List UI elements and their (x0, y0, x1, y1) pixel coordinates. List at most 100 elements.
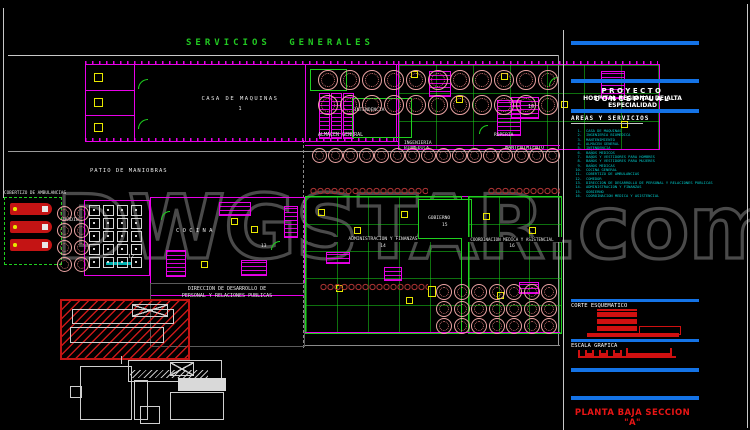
plan-divider-dashed (303, 140, 304, 348)
round-table (538, 70, 558, 90)
square-table (103, 257, 114, 268)
round-table (450, 70, 470, 90)
room-gobierno (418, 199, 472, 239)
cabinet (384, 267, 402, 281)
label-roperia: ROPERIA (494, 133, 514, 138)
scale-tick (606, 350, 608, 358)
door-arc-icon (138, 119, 148, 129)
scale-tick (578, 350, 580, 358)
round-table (523, 301, 540, 317)
key-plan-outline (70, 354, 230, 426)
round-table (358, 148, 374, 163)
key-plan-filled-block (178, 378, 226, 391)
desk-symbol (401, 211, 408, 218)
round-table (436, 301, 452, 317)
round-table (436, 318, 452, 334)
square-table (131, 218, 142, 229)
round-table (74, 257, 89, 272)
round-table (428, 95, 448, 115)
scale-tick (599, 350, 601, 358)
building-comedor (84, 200, 150, 276)
project-title-line2: HOSPITAL REGIONAL DE ALTA (583, 95, 682, 102)
plan-mid-border (8, 151, 558, 152)
plan-top-border (8, 55, 558, 56)
ambulance-icon (10, 203, 52, 215)
round-table (471, 318, 487, 334)
blue-bar (571, 109, 699, 113)
round-table (74, 223, 89, 238)
round-table (74, 240, 89, 255)
round-table (436, 148, 451, 163)
fixture-symbol (621, 121, 628, 128)
sidebar-right-border (747, 4, 748, 428)
corte-heading: CORTE ESQUEMATICO (571, 303, 628, 309)
round-table (498, 148, 513, 163)
label-cocina-num: 13 (261, 244, 267, 249)
sidebar-left-border (563, 30, 564, 430)
round-table (488, 318, 505, 334)
machine-symbol (94, 123, 103, 132)
square-table (117, 257, 128, 268)
square-table (103, 205, 114, 216)
scale-endcap (626, 348, 628, 358)
escala-grafica-bar (578, 348, 678, 362)
round-table (467, 148, 482, 163)
equipment-rack (601, 71, 625, 99)
square-table (117, 218, 128, 229)
round-table (472, 70, 492, 90)
cabinet (326, 252, 350, 264)
area-list-item: 16.COORDINACION MEDICA Y ASISTENCIAL (575, 194, 660, 199)
desk-symbol (406, 297, 413, 304)
round-table (384, 70, 404, 90)
round-table (451, 148, 467, 163)
round-table (405, 148, 420, 163)
comedor-wall (305, 145, 560, 146)
round-table (506, 318, 522, 334)
door-arc-icon (479, 125, 488, 134)
key-plan-block (128, 360, 222, 382)
round-table (538, 95, 558, 115)
blue-bar (571, 79, 699, 83)
round-table (57, 223, 72, 238)
areas-heading: AREAS Y SERVICIOS (571, 115, 650, 122)
section-floor-slab (597, 326, 637, 331)
round-table (488, 301, 505, 317)
label-casa-de-maquinas: CASA DE MAQUINAS (201, 96, 279, 102)
square-table (103, 218, 114, 229)
area-list-item: 12.COMEDOR (575, 176, 602, 181)
area-list-item: 7.BAÑOS Y VESTIDORES PARA HOMBRES (577, 155, 655, 160)
plan-left-border (3, 8, 4, 198)
label-almacen-general: ALMACEN GENERAL (318, 132, 364, 138)
round-table (318, 70, 338, 90)
door-arc-icon (161, 211, 170, 220)
square-table (131, 244, 142, 255)
blue-bar (571, 41, 699, 45)
plan-bottom-border (305, 345, 560, 346)
square-table (89, 257, 100, 268)
square-table (117, 244, 128, 255)
area-list-item: 10.COCINA GENERAL (575, 168, 618, 173)
section-floor-slab (597, 312, 637, 317)
round-table (488, 284, 505, 300)
round-table (544, 148, 560, 163)
round-table (472, 95, 492, 115)
round-table (516, 95, 536, 115)
label-coordinacion: COORDINACION MEDICA Y ASISTENCIAL (462, 237, 562, 242)
round-table (506, 301, 522, 317)
label-casa-num: 1 (238, 106, 242, 112)
fixture-symbol (561, 101, 568, 108)
ambulance-icon (10, 221, 52, 233)
round-table (471, 301, 487, 317)
round-table (362, 70, 382, 90)
label-patio-maniobras: PATIO DE MANIOBRAS (90, 168, 168, 174)
desk-symbol (529, 227, 536, 234)
blue-bar (571, 368, 699, 372)
scale-tick (592, 350, 594, 358)
lamp-symbol (428, 286, 436, 297)
square-table (117, 205, 128, 216)
square-table (131, 205, 142, 216)
label-coordinacion-num: 16 (509, 244, 515, 249)
room-divider (86, 115, 134, 116)
room-divider (86, 90, 134, 91)
wall-battlement (85, 138, 395, 141)
